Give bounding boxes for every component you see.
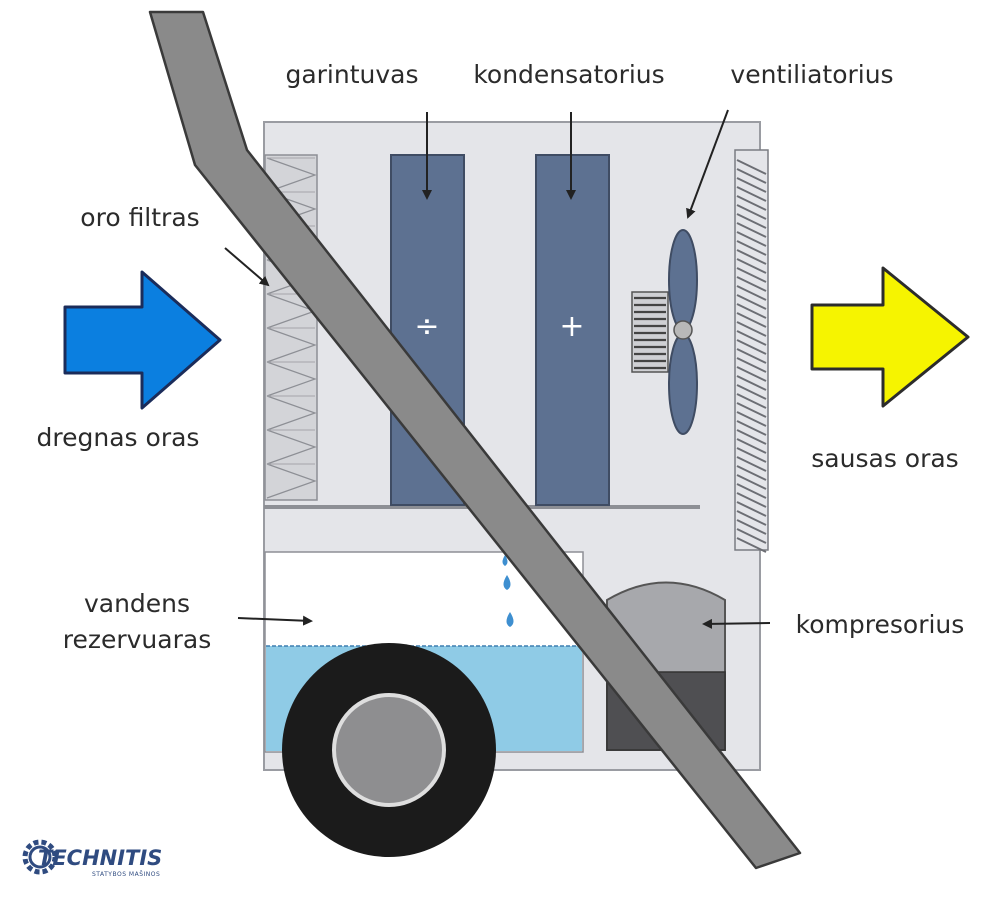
dry-air-arrow — [810, 266, 970, 408]
label-fan: ventiliatorius — [730, 60, 893, 89]
handle — [148, 10, 802, 870]
filter-pointer — [224, 247, 270, 287]
tank-pointer — [237, 615, 313, 626]
logo-subtitle: STATYBOS MAŠINOS — [92, 871, 160, 878]
condenser-coil — [535, 154, 610, 506]
fan-blades-icon — [668, 229, 698, 435]
label-tank-line2: rezervuaras — [63, 625, 211, 654]
technitis-logo: TECHNITIS STATYBOS MAŠINOS — [22, 839, 162, 878]
wheel — [282, 643, 496, 857]
water-drops — [502, 555, 514, 627]
label-compressor: kompresorius — [796, 610, 965, 639]
condenser-symbol: + — [559, 309, 584, 344]
evaporator-symbol: ÷ — [414, 309, 439, 344]
label-condenser: kondensatorius — [473, 60, 664, 89]
fan-pointer — [686, 109, 729, 219]
logo-name: TECHNITIS — [38, 846, 162, 870]
label-tank-line1: vandens — [84, 589, 190, 618]
label-humid-air: dregnas oras — [37, 423, 200, 452]
label-evaporator: garintuvas — [285, 60, 418, 89]
label-dry-air: sausas oras — [811, 444, 958, 473]
fan-motor — [631, 291, 669, 373]
label-air-filter: oro filtras — [80, 203, 199, 232]
gear-icon — [22, 839, 58, 875]
humid-air-arrow — [63, 270, 222, 410]
compressor-pointer — [702, 618, 771, 629]
exhaust-grille-slats — [736, 159, 767, 553]
